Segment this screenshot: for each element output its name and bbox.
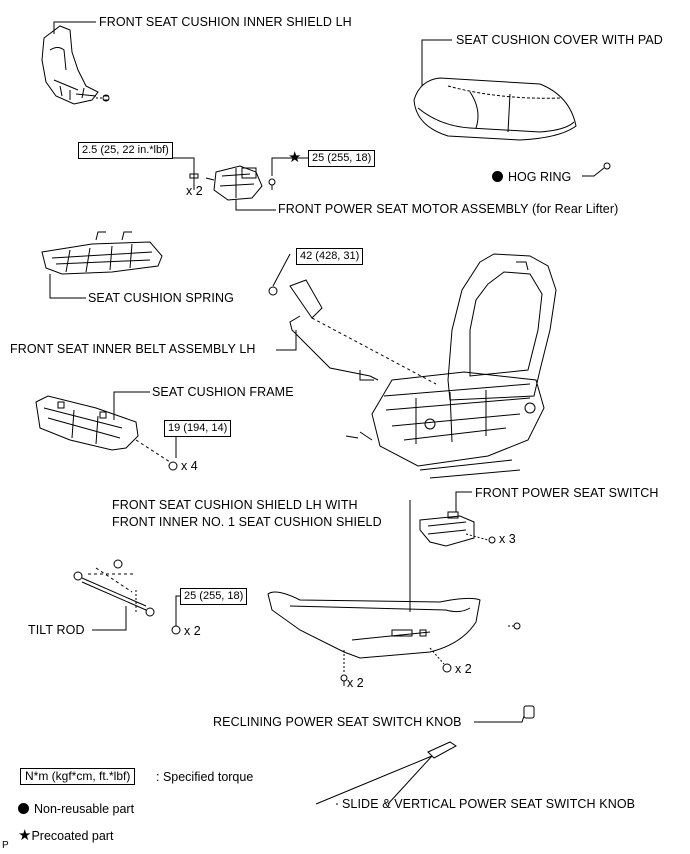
qty-switch-screw: x 3	[499, 532, 516, 546]
torque-box-4: 19 (194, 14)	[164, 420, 232, 437]
legend-nonreusable: Non-reusable part	[18, 802, 134, 817]
cushion-cover-part	[413, 77, 577, 141]
motor-leader	[235, 200, 276, 211]
t2-bolt	[268, 178, 276, 190]
cushion-spring-part	[41, 231, 163, 275]
slide-leader	[315, 755, 433, 805]
torque-box-2: 25 (255, 18)	[308, 150, 376, 167]
inner-shield-leader	[53, 21, 96, 34]
t2-leader	[271, 157, 308, 176]
cushion-cover-leader	[421, 39, 452, 86]
label-cushion-shield-1: FRONT SEAT CUSHION SHIELD LH WITH	[112, 498, 358, 512]
inner-shield-part	[41, 25, 99, 105]
qty-tilt-bolt: x 2	[184, 624, 201, 638]
torque-box-1: 2.5 (25, 22 in.*lbf)	[78, 142, 173, 159]
t1-leader	[168, 157, 195, 180]
qty-frame-bolt: x 4	[181, 459, 198, 473]
shield-screw-bottom	[340, 650, 348, 686]
shield-screw-mid	[429, 647, 452, 673]
belt-leader	[276, 330, 297, 351]
corner-mark: P	[2, 840, 9, 851]
shield-screw-right	[508, 622, 521, 630]
t4-bolt	[168, 461, 178, 471]
label-seat-switch: FRONT POWER SEAT SWITCH	[475, 486, 659, 500]
precoated-star-icon: ★	[18, 827, 32, 844]
cushion-frame-part	[35, 395, 139, 451]
reclining-leader	[474, 715, 525, 723]
tilt-rod-leader	[92, 606, 127, 631]
switch-leader	[455, 491, 472, 512]
frame-leader	[113, 391, 150, 420]
spring-leader	[49, 274, 86, 299]
label-cushion-shield-2: FRONT INNER NO. 1 SEAT CUSHION SHIELD	[112, 515, 382, 529]
label-hog-ring: HOG RING	[492, 170, 571, 185]
label-cushion-frame: SEAT CUSHION FRAME	[152, 385, 294, 399]
label-reclining-knob: RECLINING POWER SEAT SWITCH KNOB	[213, 715, 462, 729]
legend-precoated: ★Precoated part	[18, 828, 113, 844]
nonreusable-dot-icon	[18, 803, 29, 814]
label-motor-assembly: FRONT POWER SEAT MOTOR ASSEMBLY (for Rea…	[278, 202, 619, 216]
hog-ring-text: HOG RING	[508, 170, 572, 184]
nonreusable-dot-icon	[492, 171, 503, 182]
label-inner-shield: FRONT SEAT CUSHION INNER SHIELD LH	[99, 15, 352, 29]
tilt-rod-part	[73, 559, 155, 617]
torque-box-5: 25 (255, 18)	[180, 588, 248, 605]
seat-switch-part	[419, 511, 475, 547]
cushion-shield-part	[267, 591, 481, 659]
torque-box-3: 42 (428, 31)	[296, 248, 364, 265]
label-tilt-rod: TILT ROD	[28, 623, 85, 637]
seat-assembly-part	[345, 253, 557, 479]
t5-bolt	[171, 625, 181, 635]
precoated-star-icon: ★	[288, 149, 302, 166]
qty-shield-screw-bottom: x 2	[347, 676, 364, 690]
reclining-knob-part	[523, 705, 535, 719]
legend-nonreusable-text: Non-reusable part	[34, 802, 135, 816]
label-slide-knob: SLIDE & VERTICAL POWER SEAT SWITCH KNOB	[342, 797, 636, 811]
legend-torque-box: N*m (kgf*cm, ft.*lbf)	[20, 768, 136, 785]
qty-motor-bolt: x 2	[186, 184, 203, 198]
inner-shield-bolt	[96, 94, 110, 102]
legend-precoated-text: Precoated part	[31, 829, 114, 843]
label-cushion-cover: SEAT CUSHION COVER WITH PAD	[456, 33, 663, 47]
hog-ring-part	[582, 162, 611, 177]
label-inner-belt: FRONT SEAT INNER BELT ASSEMBLY LH	[10, 342, 256, 356]
motor-assembly-part	[205, 165, 263, 201]
slide-knob-part	[427, 741, 457, 759]
switch-screw	[488, 536, 496, 544]
belt-part	[268, 253, 437, 385]
t5-leader	[175, 595, 180, 626]
legend-torque-text: : Specified torque	[156, 770, 254, 784]
label-cushion-spring: SEAT CUSHION SPRING	[88, 291, 234, 305]
qty-shield-screw-mid: x 2	[455, 662, 472, 676]
t1-bolt	[189, 173, 199, 188]
